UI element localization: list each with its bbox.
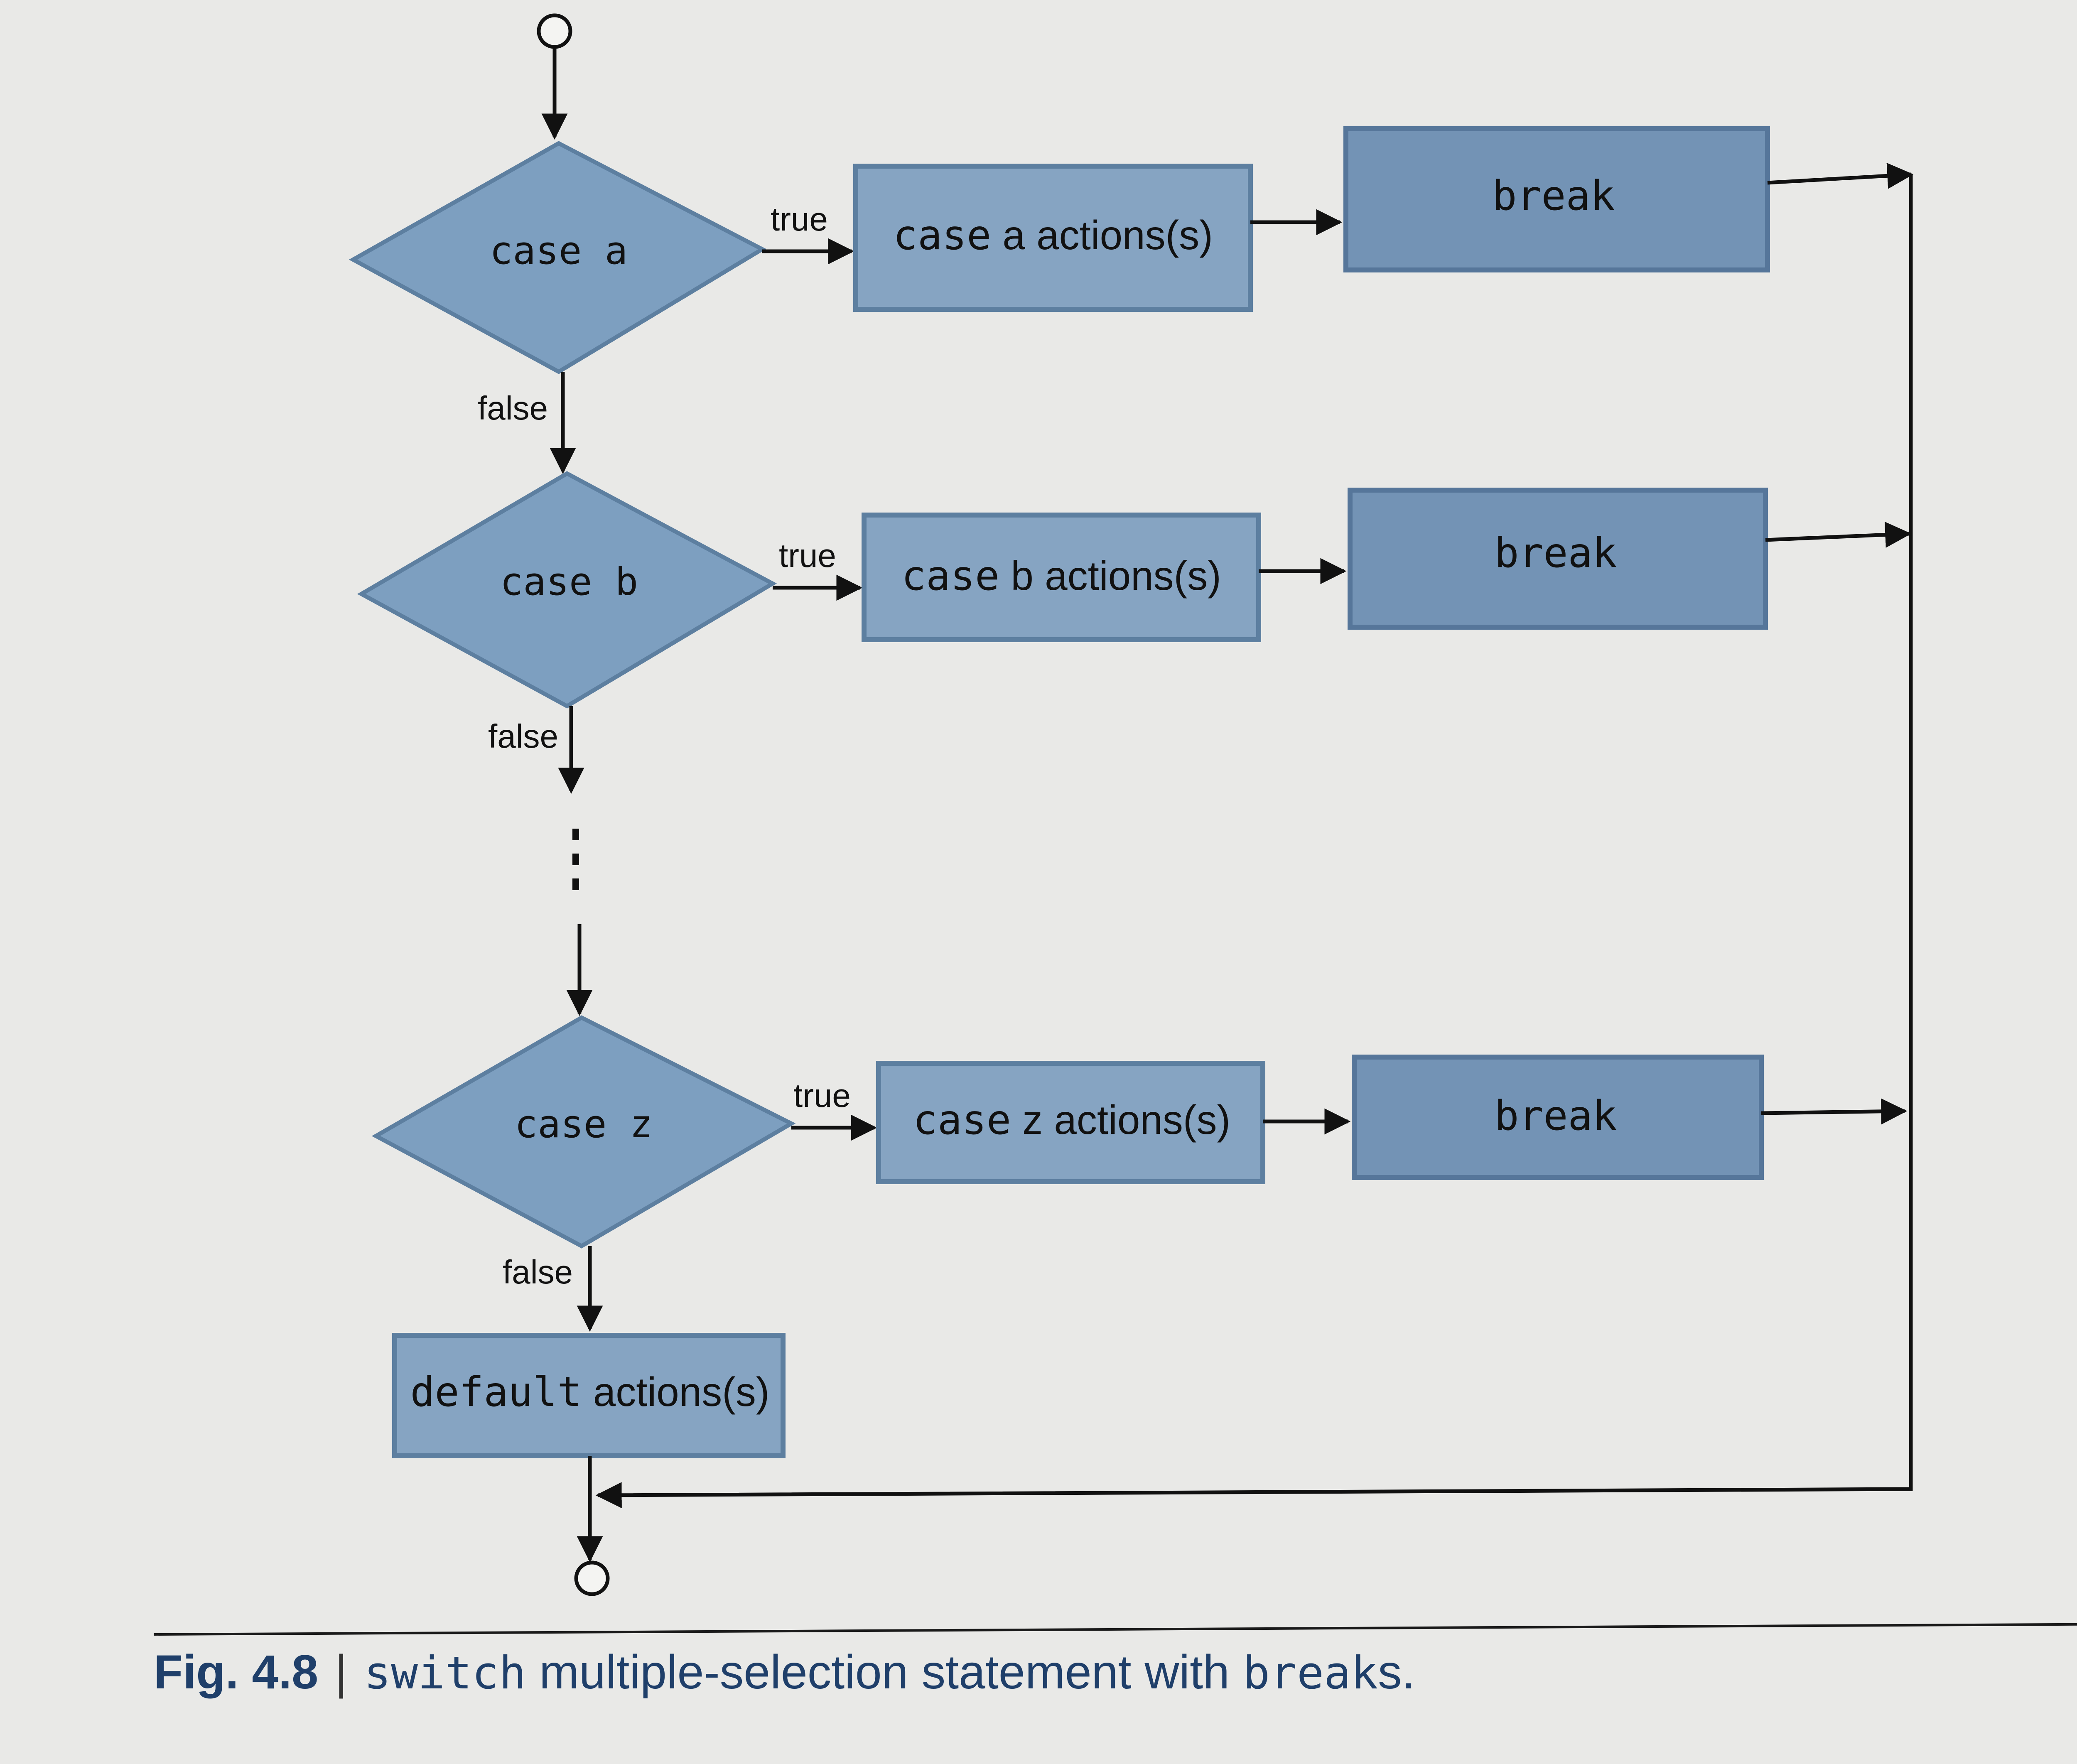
decision-diamond-case-z xyxy=(371,1015,796,1249)
break-label-case-a: break xyxy=(1492,172,1615,220)
break-box-case-z xyxy=(1352,1055,1764,1180)
false-label-case-b: false xyxy=(488,718,558,755)
figure-number: Fig. 4.8 xyxy=(154,1646,319,1699)
final-state-circle xyxy=(574,1560,610,1596)
decision-label-case-b: case b xyxy=(500,559,638,604)
figure-caption: Fig. 4.8 | switch multiple-selection state… xyxy=(154,1645,1415,1700)
caption-text-middle: multiple-selection statement with xyxy=(526,1646,1243,1699)
caption-rule xyxy=(153,1623,2077,1636)
decision-diamond-case-a xyxy=(349,141,767,374)
break-exit-arrow-b xyxy=(1765,521,1912,548)
action-box-case-b xyxy=(862,513,1261,642)
action-box-case-z xyxy=(876,1061,1265,1184)
caption-keyword-switch: switch xyxy=(364,1647,526,1699)
default-action-label: default actions(s) xyxy=(410,1369,769,1416)
decision-label-case-z: case z xyxy=(515,1102,653,1146)
caption-text-end: s. xyxy=(1378,1646,1415,1699)
break-label-case-z: break xyxy=(1494,1092,1617,1140)
caption-keyword-break: break xyxy=(1242,1647,1378,1699)
ellipsis-dots xyxy=(572,829,579,890)
break-box-case-a xyxy=(1343,126,1770,272)
true-label-case-a: true xyxy=(771,201,828,238)
caption-separator: | xyxy=(335,1646,348,1699)
action-label-case-a: case a actions(s) xyxy=(893,212,1213,259)
break-exit-arrow-a xyxy=(1767,162,1914,189)
action-label-case-z: case z actions(s) xyxy=(913,1097,1230,1144)
merge-line-right xyxy=(595,174,1913,1509)
true-label-case-b: true xyxy=(779,537,836,574)
break-box-case-b xyxy=(1348,488,1768,630)
decision-diamond-case-b xyxy=(357,471,777,709)
false-label-case-z: false xyxy=(503,1254,573,1290)
break-label-case-b: break xyxy=(1494,530,1617,577)
action-label-case-b: case b actions(s) xyxy=(901,552,1221,600)
action-box-case-a xyxy=(853,164,1253,312)
default-action-box xyxy=(392,1333,786,1458)
true-label-case-z: true xyxy=(793,1077,851,1114)
break-exit-arrow-z xyxy=(1761,1098,1908,1125)
decision-label-case-a: case a xyxy=(490,228,628,273)
initial-state-circle xyxy=(537,13,572,49)
false-label-case-a: false xyxy=(478,390,548,427)
